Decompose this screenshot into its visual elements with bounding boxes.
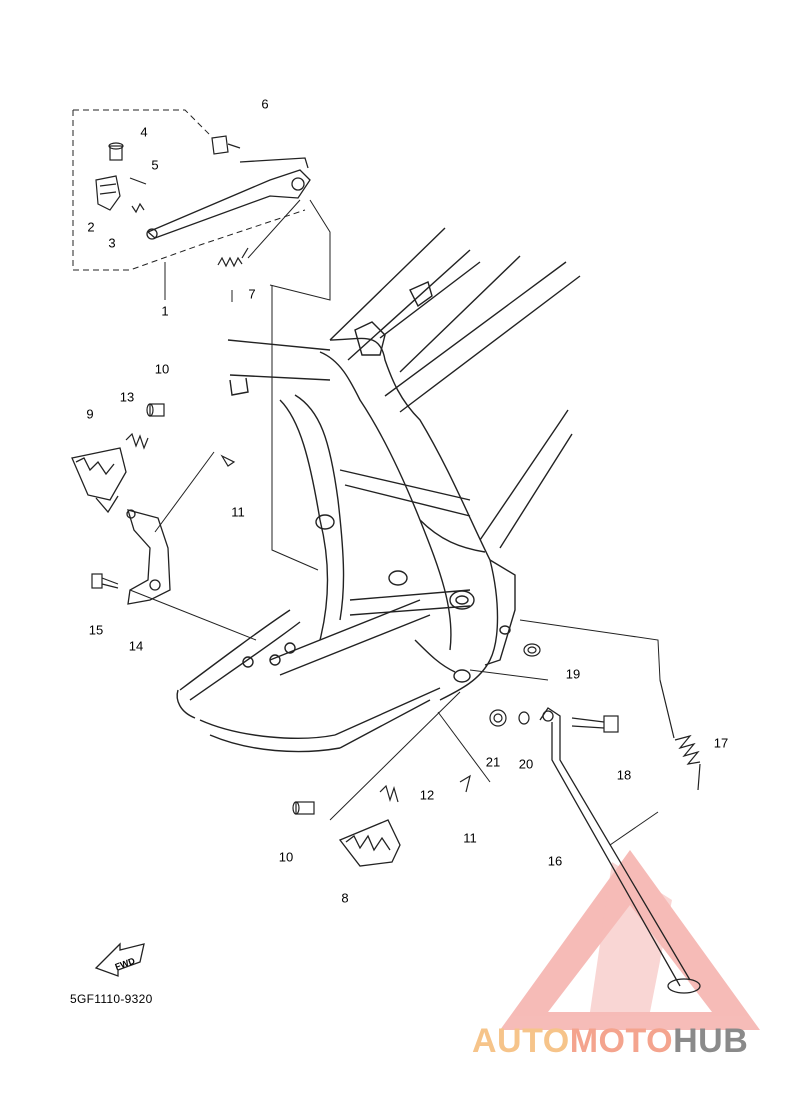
pin-4 (108, 142, 124, 161)
part-number-p13: 13 (119, 389, 135, 405)
cotter-pin-11-lower (459, 774, 471, 793)
pin-10-lower (292, 801, 315, 815)
diagram-code: 5GF1110-9320 (70, 992, 153, 1006)
part-number-p8: 8 (341, 890, 349, 906)
nut-19 (523, 643, 541, 657)
part-number-p6: 6 (261, 96, 269, 112)
brake-pedal (146, 157, 311, 240)
spring-3 (131, 202, 145, 214)
pin-10-upper (146, 403, 165, 417)
part-number-p20: 20 (518, 756, 534, 772)
spring-12 (379, 784, 399, 803)
part-number-p3: 3 (108, 235, 116, 251)
part-number-p14: 14 (128, 638, 144, 654)
part-number-p11a: 11 (231, 504, 245, 520)
bolt-6 (211, 135, 241, 155)
spring-13 (125, 432, 149, 450)
part-number-p5: 5 (151, 157, 159, 173)
part-number-p4: 4 (140, 124, 148, 140)
watermark-logo-triangle (500, 850, 760, 1030)
watermark-brand-text: AUTOMOTOHUB (472, 1022, 748, 1061)
part-number-p19: 19 (565, 666, 581, 682)
collar-21 (489, 709, 507, 727)
brand-part-auto: AUTO (472, 1022, 570, 1060)
motorcycle-frame (176, 227, 581, 753)
spring-17 (659, 679, 701, 791)
part-number-p18: 18 (616, 767, 632, 783)
part-number-p21: 21 (485, 754, 501, 770)
forward-direction-arrow-icon: FWD (94, 942, 145, 977)
part-number-p11b: 11 (463, 830, 477, 846)
cotter-pin-5 (129, 177, 147, 185)
footrest-9 (71, 447, 127, 514)
part-number-p1: 1 (161, 303, 169, 319)
leader-lines (129, 199, 661, 846)
part-number-p9: 9 (86, 406, 94, 422)
cotter-pin-11-upper (220, 454, 236, 467)
footrest-8 (338, 819, 401, 867)
brake-tip-2 (95, 175, 121, 211)
brand-part-hub: HUB (673, 1022, 749, 1060)
footrest-bracket-14 (126, 509, 171, 605)
spring-7 (217, 247, 249, 268)
part-number-p16: 16 (547, 853, 563, 869)
bolt-15 (91, 573, 119, 589)
part-number-p10a: 10 (154, 361, 170, 377)
part-number-p7: 7 (248, 286, 256, 302)
washer-20 (518, 711, 530, 725)
bolt-18 (571, 715, 619, 733)
brake-pedal-assembly-box (72, 109, 306, 271)
part-number-p10b: 10 (278, 849, 294, 865)
part-number-p17: 17 (713, 735, 729, 751)
sidestand-16 (539, 707, 701, 994)
brand-part-moto: MOTO (569, 1022, 674, 1060)
part-number-p2: 2 (87, 219, 95, 235)
part-number-p15: 15 (88, 622, 104, 638)
part-number-p12: 12 (419, 787, 435, 803)
